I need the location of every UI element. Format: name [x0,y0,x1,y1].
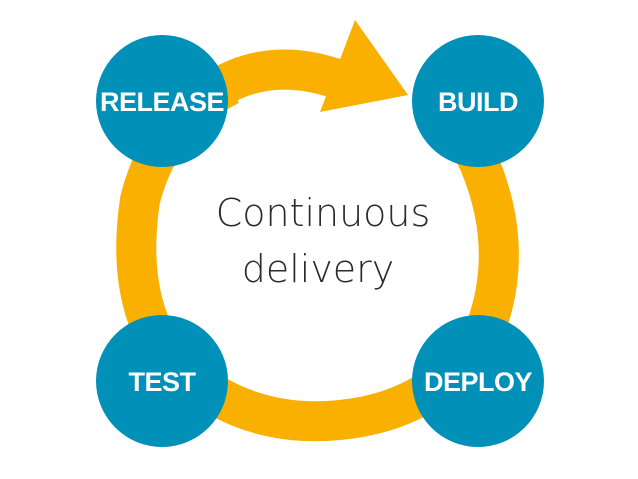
node-deploy-label: DEPLOY [424,367,533,397]
node-test-circle [96,315,228,447]
node-build-circle [412,35,544,167]
node-build-label: BUILD [438,87,518,117]
node-deploy-circle [412,315,544,447]
node-release: RELEASE [96,35,228,167]
node-release-label: RELEASE [100,87,224,117]
cycle-arrow-shaft [204,49,347,108]
node-test: TEST [96,315,228,447]
cycle-arrow-head [320,20,408,112]
center-title-line1: Continuous [216,191,431,235]
node-release-circle [96,35,228,167]
cycle-ring [116,67,519,442]
center-title-line2: delivery [242,247,395,291]
node-deploy: DEPLOY [412,315,544,447]
node-test-label: TEST [128,367,196,397]
node-build: BUILD [412,35,544,167]
